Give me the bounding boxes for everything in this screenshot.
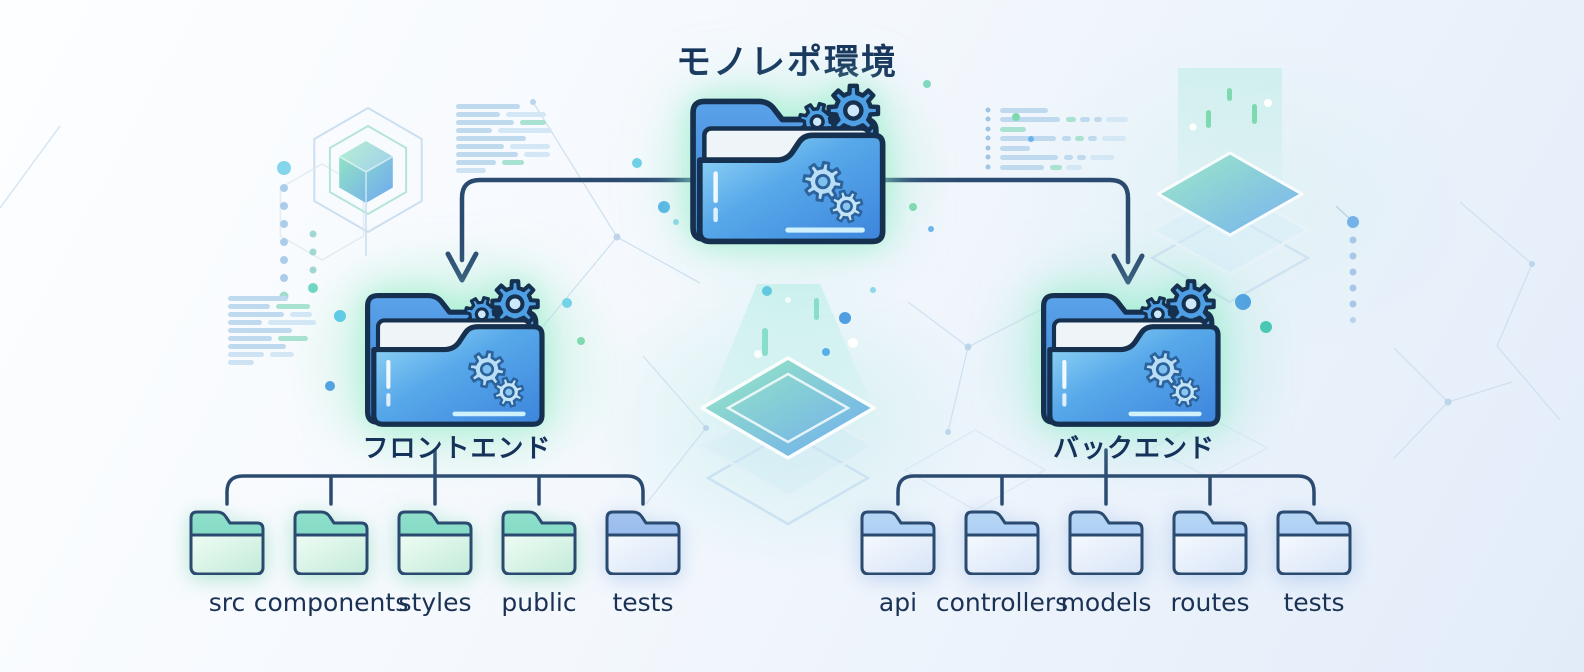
child-folder-models: models: [1026, 505, 1186, 617]
child-folder-label: styles: [398, 588, 472, 617]
child-folder-public: public: [459, 505, 619, 617]
child-folder-label: tests: [612, 588, 674, 617]
child-folder-styles: styles: [355, 505, 515, 617]
root-folder-icon: [675, 63, 912, 255]
folder-icon: [605, 510, 681, 575]
child-folder-routes: routes: [1130, 505, 1290, 617]
child-folder-src: src: [147, 505, 307, 617]
frontend-folder-icon: [351, 260, 569, 437]
child-folder-tests-frontend: tests: [563, 505, 723, 617]
connector-left: [459, 177, 703, 263]
folder-icon: [1276, 510, 1352, 575]
child-folder-api: api: [818, 505, 978, 617]
child-folder-controllers: controllers: [922, 505, 1082, 617]
child-folder-label: tests: [1283, 588, 1345, 617]
child-folder-label: src: [208, 588, 246, 617]
child-folder-label: components: [253, 588, 409, 617]
child-folder-components: components: [251, 505, 411, 617]
connector-right: [877, 177, 1131, 265]
hologram-decoration: [699, 284, 880, 526]
diagram-title: モノレポ環境: [675, 43, 898, 83]
child-folder-label: public: [501, 588, 577, 617]
child-folder-label: controllers: [935, 588, 1069, 617]
backend-label: バックエンド: [1052, 434, 1215, 464]
frontend-label: フロントエンド: [362, 434, 552, 464]
backend-folder-icon: [1027, 260, 1245, 437]
child-folder-tests-backend: tests: [1234, 505, 1394, 617]
child-folder-label: models: [1060, 588, 1152, 617]
hexagon-cube-decoration: [279, 106, 423, 261]
child-folder-label: routes: [1170, 588, 1250, 617]
child-folder-label: api: [878, 588, 918, 617]
